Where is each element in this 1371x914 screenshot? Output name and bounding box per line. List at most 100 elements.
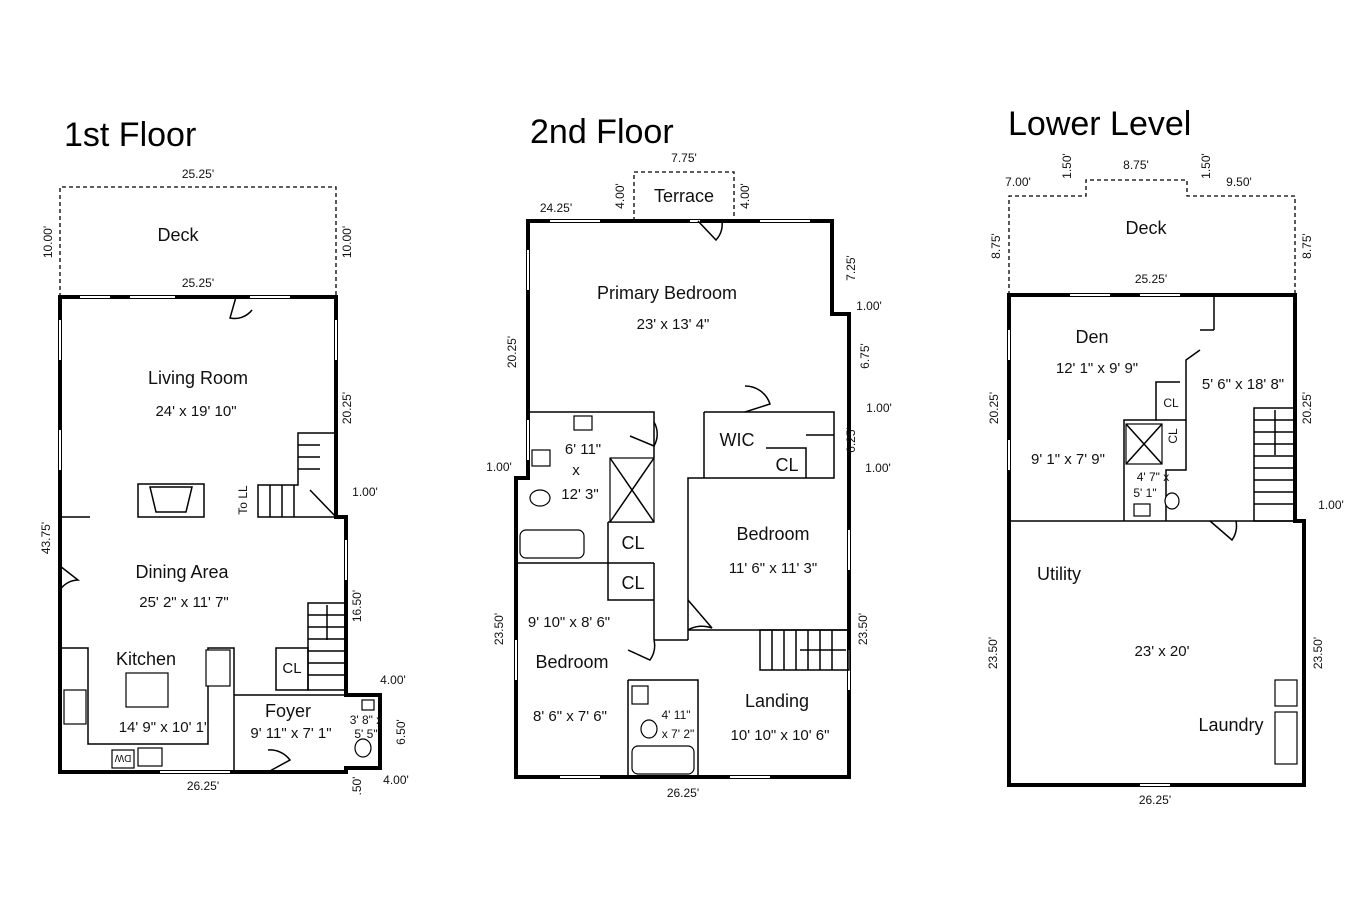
bath-sink <box>361 699 375 711</box>
measurement: 26.25' <box>187 779 219 793</box>
room-label: CL <box>775 455 798 475</box>
room-dimensions: 6' 11" <box>565 441 601 458</box>
measurement: 1.50' <box>1199 153 1213 179</box>
room-dimensions: 4' 11" <box>661 708 690 722</box>
room-dimensions: 12' 3" <box>561 486 598 503</box>
lower-deck-outline <box>1008 179 1296 295</box>
kitchen-island <box>125 672 169 708</box>
room-label: Deck <box>1125 218 1167 238</box>
measurement: 1.00' <box>856 299 882 313</box>
room-dimensions: 9' 1" x 7' 9" <box>1031 451 1105 468</box>
measurement: 1.00' <box>1318 498 1344 512</box>
deck-outline <box>59 186 337 297</box>
measurement: 7.00' <box>1005 175 1031 189</box>
kitchen-counter <box>60 647 235 772</box>
first-floor-plan: 1st Floor <box>39 116 409 795</box>
measurement: 1.50' <box>1060 153 1074 179</box>
room-dimensions: 12' 1" x 9' 9" <box>1056 360 1138 377</box>
measurement: 1.00' <box>486 460 512 474</box>
room-dimensions: 5' 6" x 18' 8" <box>1202 376 1284 393</box>
room-label: CL <box>1166 428 1180 444</box>
stairs-to-lower-level <box>257 432 337 518</box>
kitchen-sink <box>137 747 163 767</box>
measurement: 43.75' <box>39 522 53 554</box>
bedroom-door <box>627 639 656 661</box>
measurement: 25.25' <box>182 276 214 290</box>
room-label: Bedroom <box>535 652 608 672</box>
measurement: 23.50' <box>856 613 870 645</box>
terrace-outline <box>633 171 735 221</box>
measurement: 4.00' <box>380 673 406 687</box>
room-dimensions: 3' 8" x <box>350 713 383 727</box>
interior-wall <box>1185 329 1214 382</box>
room-dimensions: 10' 10" x 10' 6" <box>731 727 830 744</box>
room-label: CL <box>1163 396 1179 410</box>
bath-door <box>629 421 658 447</box>
interior-wall <box>687 411 835 640</box>
measurement: 23.50' <box>986 637 1000 669</box>
room-label: Dining Area <box>135 562 229 582</box>
bathtub <box>631 745 695 775</box>
room-label: Landing <box>745 691 809 711</box>
room-dimensions: x <box>572 462 580 479</box>
measurement: 8.75' <box>1123 158 1149 172</box>
bath-sink <box>531 449 551 467</box>
wic-door <box>744 385 771 413</box>
bedroom-door <box>687 599 713 631</box>
room-dimensions: 25' 2" x 11' 7" <box>139 594 229 611</box>
interior-wall <box>528 411 655 458</box>
measurement: 23.50' <box>1311 637 1325 669</box>
room-label: Primary Bedroom <box>597 283 737 303</box>
room-label: Foyer <box>265 701 311 721</box>
bath-sink <box>631 685 649 705</box>
lower-level-plan: Lower Level Deck Den <box>986 105 1344 807</box>
room-label: CL <box>282 660 301 677</box>
room-dimensions: 8' 6" x 7' 6" <box>533 708 607 725</box>
wic-closet-wall <box>766 447 807 478</box>
room-dimensions: 5' 1" <box>1133 486 1156 500</box>
washer-dryer <box>1274 711 1298 765</box>
room-label: Kitchen <box>116 649 176 669</box>
toilet <box>640 719 658 739</box>
terrace-door <box>697 220 723 242</box>
measurement: 26.25' <box>667 786 699 800</box>
measurement: 6.25' <box>844 427 858 453</box>
measurement: 16.50' <box>350 590 364 622</box>
bath-sink <box>1133 503 1151 517</box>
measurement: 10.00' <box>340 226 354 258</box>
laundry-sink <box>1274 679 1298 707</box>
second-floor-plan: 2nd Floor <box>486 113 892 800</box>
room-label: Bedroom <box>736 524 809 544</box>
stove <box>63 689 87 725</box>
measurement: 20.25' <box>340 392 354 424</box>
deck-door <box>229 296 253 320</box>
room-label: CL <box>621 573 644 593</box>
sink <box>205 649 231 687</box>
room-dimensions: 24' x 19' 10" <box>155 403 236 420</box>
room-label: Laundry <box>1198 715 1263 735</box>
room-dimensions: 23' x 13' 4" <box>637 316 710 333</box>
measurement: 4.00' <box>383 773 409 787</box>
room-label: Deck <box>157 225 199 245</box>
measurement: 20.25' <box>987 392 1001 424</box>
measurement: 25.25' <box>1135 272 1167 286</box>
dishwasher-label: DW <box>114 752 131 763</box>
room-dimensions: x 7' 2" <box>662 727 695 741</box>
measurement: 4.00' <box>738 183 752 209</box>
room-label: CL <box>621 533 644 553</box>
room-dimensions: 9' 10" x 8' 6" <box>528 614 610 631</box>
measurement: 20.25' <box>505 336 519 368</box>
room-label: Terrace <box>654 186 714 206</box>
room-dimensions: 9' 11" x 7' 1" <box>250 725 331 742</box>
measurement: 1.00' <box>866 401 892 415</box>
measurement: 8.75' <box>1300 233 1314 259</box>
interior-wall <box>1156 419 1187 521</box>
measurement: 9.50' <box>1226 175 1252 189</box>
fireplace <box>137 483 205 518</box>
utility-door <box>1209 520 1238 542</box>
closet-outline <box>275 647 309 691</box>
measurement: 7.75' <box>671 151 697 165</box>
measurement: 1.00' <box>352 485 378 499</box>
room-dimensions: 23' x 20' <box>1135 643 1190 660</box>
